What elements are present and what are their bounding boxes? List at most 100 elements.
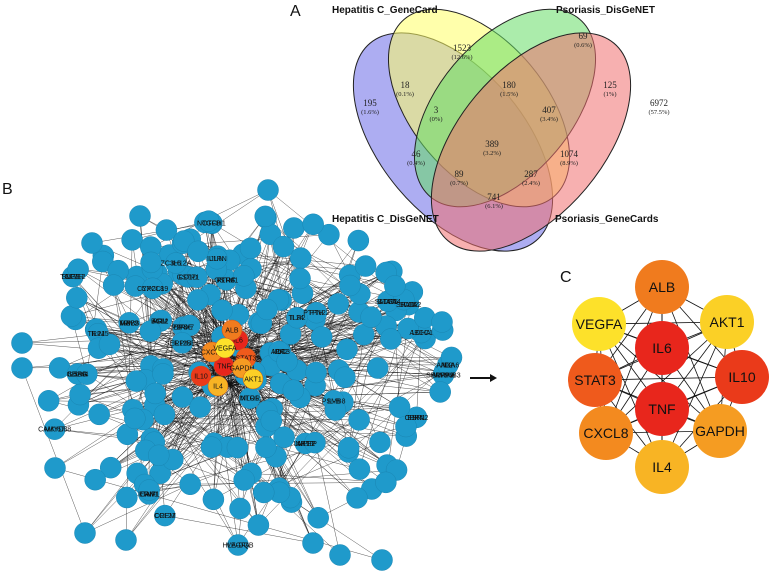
venn-region-pct: (3.2%)	[483, 150, 501, 157]
network-node-label: CDKN2	[405, 415, 429, 422]
network-node	[144, 382, 166, 405]
network-node	[226, 436, 249, 459]
venn-region-pct: (0.6%)	[574, 42, 592, 49]
hub-node-label: IL4	[652, 459, 672, 475]
network-node	[74, 522, 96, 544]
network-node	[229, 497, 251, 520]
network-node	[118, 312, 140, 334]
network-node-label: PTPN22	[303, 310, 330, 317]
network-node	[69, 383, 91, 406]
hub-node-il10	[715, 350, 769, 404]
network-node-label: NLR1	[241, 396, 259, 403]
network-node	[84, 468, 106, 491]
network-node	[11, 332, 33, 354]
venn-region-count: 287	[524, 169, 538, 179]
network-node-label: AGM	[152, 319, 168, 326]
network-node	[155, 219, 178, 241]
network-node-label: IL-B	[327, 398, 340, 405]
network-edge	[213, 375, 291, 498]
network-node	[67, 258, 89, 281]
network-node-label: NGF	[65, 274, 80, 281]
network-node	[380, 328, 402, 350]
network-node-label: CREM	[155, 513, 176, 520]
network-node-label: AKT1	[297, 441, 315, 448]
network-node-label: ZC3H12A	[161, 261, 192, 268]
network-node-label: SOD2	[399, 302, 418, 309]
network-node	[37, 390, 60, 412]
venn-region-pct: (0%)	[430, 116, 443, 123]
network-node	[286, 306, 308, 329]
network-node	[115, 529, 137, 551]
network-node	[304, 431, 326, 454]
venn-region-count: 3	[434, 105, 439, 115]
network-node	[388, 396, 411, 418]
venn-set-label: Hepatitis C_DisGeNET	[332, 214, 439, 225]
hub-node-il6	[635, 321, 689, 375]
network-node	[431, 311, 453, 333]
network-node	[384, 275, 406, 297]
panel-letter-a: A	[290, 3, 301, 20]
venn-region-pct: (2.4%)	[522, 180, 540, 187]
network-node	[44, 457, 66, 479]
network-node-label: ANXA6	[436, 362, 459, 369]
network-node	[124, 407, 146, 430]
network-edge	[54, 467, 383, 561]
network-node	[81, 232, 103, 254]
network-node-label: PTH	[309, 310, 323, 317]
network-node-label: SERPINB3	[426, 372, 461, 379]
network-node	[153, 403, 176, 426]
network-node	[88, 403, 110, 426]
network-node	[397, 317, 419, 340]
network-node	[66, 287, 88, 309]
network-node	[165, 252, 187, 274]
network-node	[375, 471, 397, 494]
network-node-label: IL5RA	[68, 371, 88, 378]
network-node	[139, 320, 162, 342]
venn-region-pct: (12.6%)	[451, 54, 472, 61]
network-node	[60, 305, 83, 327]
network-node-label: IL6	[171, 261, 181, 268]
venn-set-label: Psoriasis_DisGeNET	[556, 5, 655, 16]
venn-region-count: 1074	[560, 149, 579, 159]
network-node-label: SLP1R	[62, 274, 84, 281]
network-node	[302, 213, 324, 236]
network-node	[346, 487, 368, 509]
hub-node-label: VEGFA	[576, 316, 623, 332]
network-edge	[279, 321, 443, 493]
network-node	[187, 240, 209, 263]
venn-region-pct: (1%)	[604, 91, 617, 98]
network-node-label: SHBG	[68, 371, 88, 378]
network-node	[272, 235, 295, 258]
network-edge	[258, 419, 360, 526]
network-node	[307, 506, 329, 529]
network-hub-label: ALB	[225, 328, 239, 335]
venn-region-count: 407	[542, 105, 556, 115]
network-node-label: IL12B	[173, 340, 192, 347]
network-hub-label: IL6	[233, 338, 243, 345]
network-hub-label: IL4	[213, 384, 223, 391]
network-node-label: AOC3	[271, 349, 290, 356]
hub-node-vegfa	[572, 297, 626, 351]
network-node	[440, 346, 463, 369]
network-node	[329, 544, 351, 566]
venn-region-count: 46	[412, 149, 422, 159]
network-node	[189, 396, 211, 418]
venn-region-pct: (8.9%)	[560, 160, 578, 167]
network-edge	[109, 344, 221, 361]
network-node	[360, 306, 382, 328]
network-node	[121, 229, 143, 251]
network-edge	[125, 377, 253, 541]
network-node	[102, 274, 125, 296]
network-node	[283, 217, 305, 239]
hub-node-akt1	[700, 295, 754, 349]
network-node	[305, 361, 327, 384]
network-hub-node	[190, 365, 212, 387]
network-node-label: IL10	[402, 302, 416, 309]
network-node	[347, 229, 370, 252]
network-node	[116, 486, 138, 509]
network-hub-label: AKT1	[244, 377, 262, 384]
network-node	[327, 293, 349, 315]
venn-region-count: 180	[502, 80, 516, 90]
network-node	[247, 514, 270, 536]
